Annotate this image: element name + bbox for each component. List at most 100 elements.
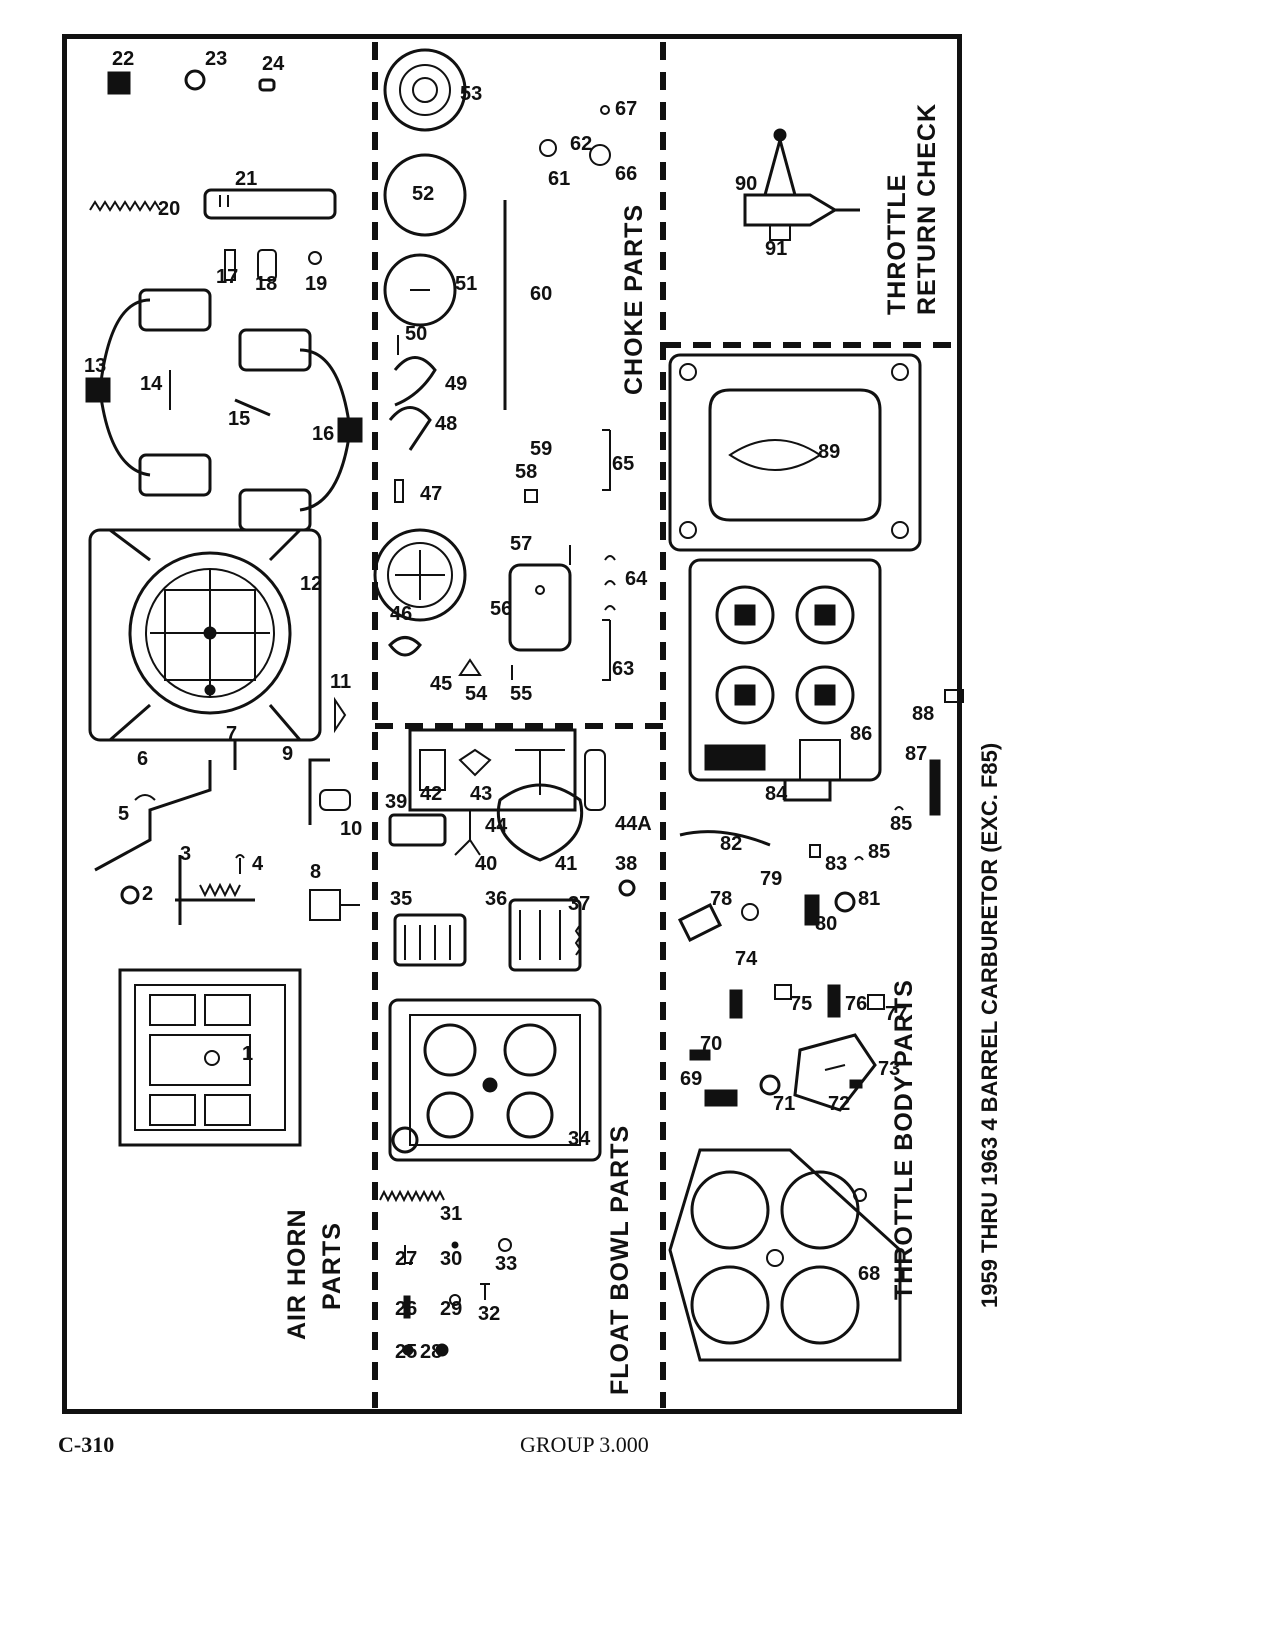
- part-label: 27: [395, 1248, 417, 1270]
- throttle-body-casting-drawing: [688, 558, 882, 782]
- part-label: 55: [510, 683, 532, 705]
- part-label: 67: [615, 98, 637, 120]
- page-number: C-310: [58, 1432, 115, 1457]
- part-label: 41: [555, 853, 577, 875]
- part-label: 73: [878, 1058, 900, 1080]
- section-title-air-horn-2: PARTS: [318, 1222, 346, 1310]
- part-number-labels: 1 2 3 4 5 6 7 8 9 10 11 12 13 14 15 16 1…: [84, 48, 934, 1363]
- part-label: 50: [405, 323, 427, 345]
- part-label: 5: [118, 803, 129, 825]
- part-label: 26: [395, 1298, 417, 1320]
- small-air-horn-parts: [89, 69, 360, 925]
- part-label: 79: [760, 868, 782, 890]
- part-label: 15: [228, 408, 250, 430]
- part-label: 6: [137, 748, 148, 770]
- part-label: 21: [235, 168, 257, 190]
- section-title-throttle-return-1: THROTTLE: [883, 174, 911, 315]
- float-bowl-casting-drawing: [388, 998, 602, 1162]
- part-label: 7: [226, 723, 237, 745]
- part-label: 25: [395, 1341, 417, 1363]
- part-label: 37: [568, 893, 590, 915]
- part-label: 75: [790, 993, 812, 1015]
- part-label: 80: [815, 913, 837, 935]
- part-label: 20: [158, 198, 180, 220]
- part-label: 49: [445, 373, 467, 395]
- part-label: 42: [420, 783, 442, 805]
- air-horn-casting-drawing: [88, 528, 322, 742]
- section-title-throttle-return-2: RETURN CHECK: [913, 103, 941, 315]
- part-label: 39: [385, 791, 407, 813]
- part-label: 52: [412, 183, 434, 205]
- part-label: 59: [530, 438, 552, 460]
- section-title-air-horn-1: AIR HORN: [283, 1208, 311, 1340]
- part-label: 53: [460, 83, 482, 105]
- throttle-small-parts: [677, 689, 964, 1112]
- part-label: 60: [530, 283, 552, 305]
- throttle-body-gasket-drawing: [668, 1148, 902, 1362]
- part-label: 29: [440, 1298, 462, 1320]
- part-label: 66: [615, 163, 637, 185]
- section-title-choke: CHOKE PARTS: [620, 204, 648, 395]
- throttle-base-gasket-drawing: [668, 353, 922, 552]
- throttle-return-check-drawing: [743, 128, 860, 241]
- part-label: 18: [255, 273, 277, 295]
- part-label: 35: [390, 888, 412, 910]
- part-label: 13: [84, 355, 106, 377]
- part-label: 81: [858, 888, 880, 910]
- part-label: 88: [912, 703, 934, 725]
- part-label: 3: [180, 843, 191, 865]
- part-label: 76: [845, 993, 867, 1015]
- part-label: 82: [720, 833, 742, 855]
- part-label: 36: [485, 888, 507, 910]
- part-label: 64: [625, 568, 648, 590]
- part-label: 8: [310, 861, 321, 883]
- part-label: 65: [612, 453, 634, 475]
- part-label: 54: [465, 683, 488, 705]
- part-label: 44: [485, 815, 508, 837]
- part-label: 23: [205, 48, 227, 70]
- part-label: 17: [216, 266, 238, 288]
- part-label: 58: [515, 461, 537, 483]
- part-label: 74: [735, 948, 758, 970]
- float-assembly-drawing: [85, 288, 363, 532]
- part-label: 45: [430, 673, 452, 695]
- part-label: 10: [340, 818, 362, 840]
- group-label: GROUP 3.000: [520, 1432, 649, 1457]
- part-label: 22: [112, 48, 134, 70]
- part-label: 46: [390, 603, 412, 625]
- part-label: 11: [330, 671, 351, 693]
- diagram-title: 1959 THRU 1963 4 BARREL CARBURETOR (EXC.…: [977, 743, 1002, 1308]
- section-titles: AIR HORN PARTS FLOAT BOWL PARTS CHOKE PA…: [283, 103, 1002, 1395]
- part-label: 4: [252, 853, 264, 875]
- part-label: 85: [868, 841, 890, 863]
- part-label: 40: [475, 853, 497, 875]
- part-label: 44A: [615, 813, 652, 835]
- part-label: 71: [773, 1093, 795, 1115]
- part-label: 83: [825, 853, 847, 875]
- section-dividers: [372, 42, 958, 1408]
- part-label: 30: [440, 1248, 462, 1270]
- part-label: 12: [300, 573, 322, 595]
- part-label: 33: [495, 1253, 517, 1275]
- part-label: 89: [818, 441, 840, 463]
- part-label: 87: [905, 743, 927, 765]
- part-label: 78: [710, 888, 732, 910]
- part-label: 2: [142, 883, 153, 905]
- part-label: 57: [510, 533, 532, 555]
- part-label: 85: [890, 813, 912, 835]
- part-label: 86: [850, 723, 872, 745]
- part-label: 24: [262, 53, 285, 75]
- float-bowl-small-parts: [379, 728, 636, 1357]
- air-horn-gasket-drawing: [118, 968, 302, 1147]
- part-label: 9: [282, 743, 293, 765]
- part-label: 72: [828, 1093, 850, 1115]
- part-label: 28: [420, 1341, 442, 1363]
- part-label: 43: [470, 783, 492, 805]
- part-label: 68: [858, 1263, 880, 1285]
- choke-parts-drawing: [373, 48, 616, 681]
- part-label: 31: [440, 1203, 462, 1225]
- part-label: 77: [885, 1003, 907, 1025]
- part-label: 84: [765, 783, 788, 805]
- part-label: 1: [242, 1043, 253, 1065]
